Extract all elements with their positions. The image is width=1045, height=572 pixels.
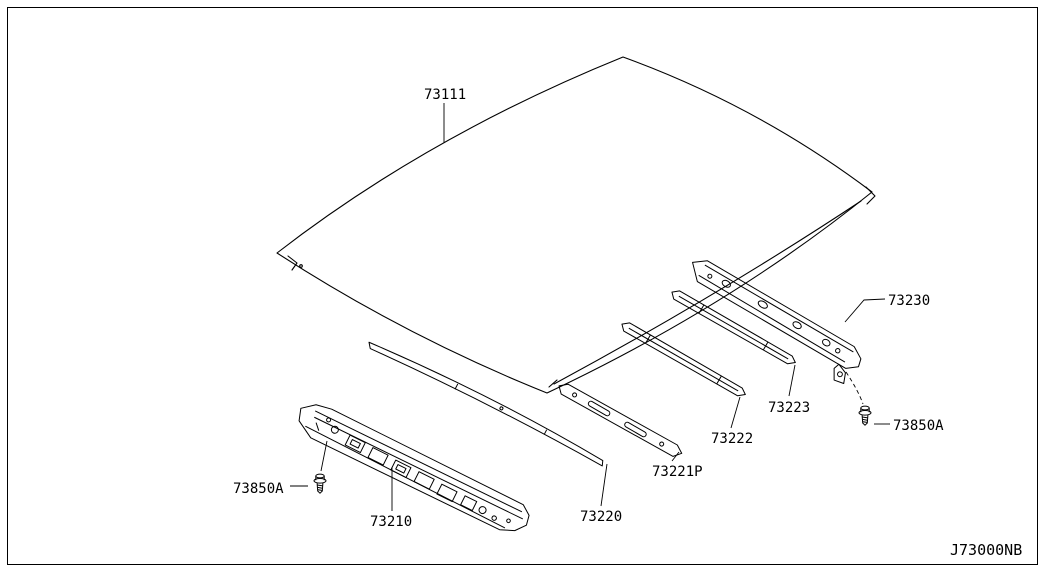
roof-panel-drawing: [276, 56, 876, 394]
part-label-bow-2: 73222: [711, 431, 753, 447]
leader-73230: [844, 298, 886, 323]
leader-bolt-left: [320, 440, 328, 472]
part-label-bow-1: 73221P: [652, 464, 703, 480]
roof-bow-73222-drawing: [621, 322, 746, 397]
leader-73220: [600, 463, 608, 507]
leader-lines: [290, 103, 890, 511]
part-label-rear-rail: 73230: [888, 293, 930, 309]
part-label-front-rail: 73210: [370, 514, 412, 530]
part-label-bow-front: 73220: [580, 509, 622, 525]
part-label-bow-3: 73223: [768, 400, 810, 416]
front-roof-rail-73210-drawing: [298, 404, 530, 532]
part-label-bolt-right: 73850A: [893, 418, 944, 434]
roof-bow-73220-drawing: [368, 341, 604, 467]
bolt-icon: [858, 405, 872, 426]
leader-73221p: [671, 451, 680, 462]
leader-73223: [788, 364, 796, 397]
leader-bolt-right-dashed: [845, 371, 864, 405]
diagram-code: J73000NB: [950, 541, 1022, 559]
roof-bow-73223-drawing: [671, 290, 796, 365]
roof-bow-73221p-drawing: [558, 383, 683, 457]
diagram-border: [7, 7, 1038, 565]
bolt-icon: [313, 473, 327, 494]
part-label-roof-panel: 73111: [424, 87, 466, 103]
part-label-bolt-left: 73850A: [233, 481, 284, 497]
rear-roof-rail-73230-drawing: [692, 260, 862, 384]
leader-73222: [730, 396, 741, 429]
